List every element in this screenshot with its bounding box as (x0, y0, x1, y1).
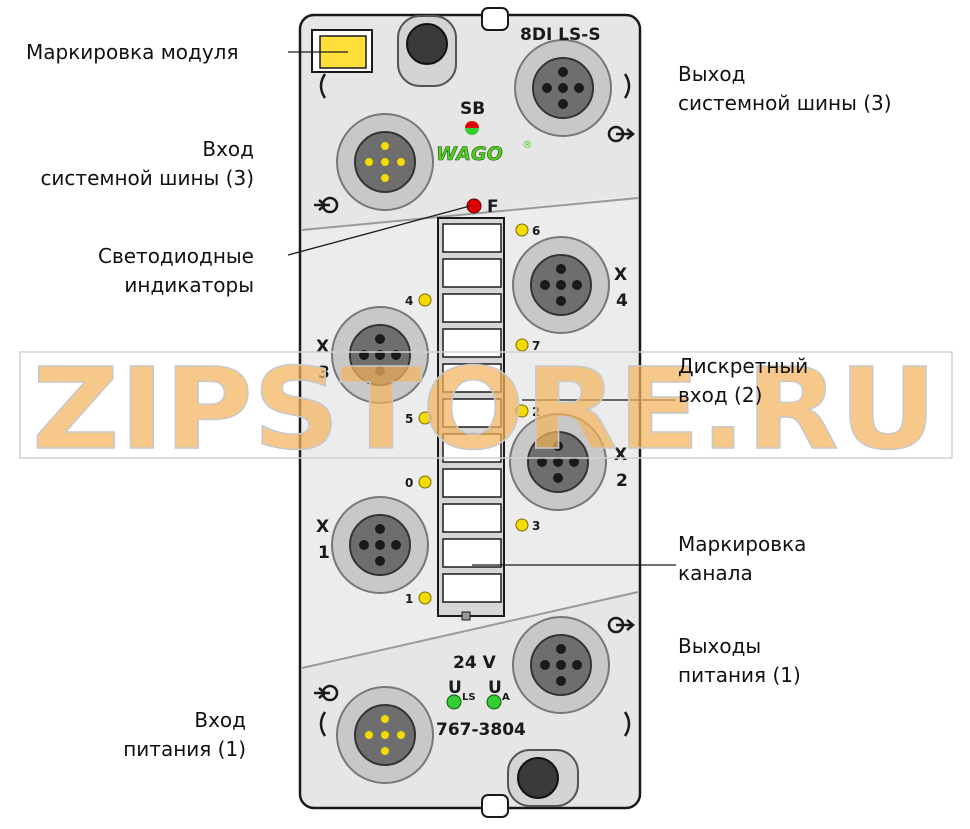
digital-in-label-line1: Дискретный (678, 354, 809, 378)
u-a-subscript: A (502, 692, 510, 703)
brand-logo: WAGO (436, 143, 503, 165)
power-in-connector (336, 686, 434, 784)
article-number: 767-3804 (436, 720, 526, 740)
sb-label: SB (460, 99, 485, 119)
bus-in-label: Вход системной шины (3) (16, 135, 254, 193)
bus-out-connector (514, 39, 612, 137)
led-label-2: 2 (532, 405, 540, 419)
watermark: ZIPSTORE.RU (19, 344, 953, 476)
voltage-label: 24 V (453, 653, 497, 673)
digital-in-label-line2: вход (2) (678, 383, 763, 407)
leds-label-line2: индикаторы (124, 273, 254, 297)
bus-in-arrow-icon (314, 196, 339, 214)
power-out-label: Выходы питания (1) (678, 632, 801, 690)
power-in-label: Вход питания (1) (16, 706, 246, 764)
x1-number: 1 (318, 543, 330, 563)
x1-letter: X (316, 517, 329, 537)
power-out-arrow-icon (607, 616, 635, 634)
channel-marking-label: Маркировка канала (678, 530, 806, 588)
led-label-3: 3 (532, 519, 540, 533)
module-marking-label: Маркировка модуля (26, 40, 239, 64)
bus-out-label-line2: системной шины (3) (678, 91, 892, 115)
u-a-label: U (488, 678, 502, 698)
x3-number: 3 (318, 363, 330, 383)
fault-led (466, 198, 482, 214)
top-screw (397, 15, 457, 87)
led-label-0: 0 (405, 476, 413, 490)
power-in-label-line2: питания (1) (123, 737, 246, 761)
leds-label: Светодиодные индикаторы (16, 242, 254, 300)
registered-mark: ® (522, 138, 533, 151)
channel-marking-label-line1: Маркировка (678, 532, 807, 556)
u-ls-label: U (448, 678, 462, 698)
x4-letter: X (614, 265, 627, 285)
bus-in-label-line2: системной шины (3) (40, 166, 254, 190)
watermark-text: ZIPSTORE.RU (32, 345, 937, 475)
u-a-led (486, 694, 502, 710)
leader-lines (287, 51, 676, 566)
x2-number: 2 (616, 471, 628, 491)
power-out-label-line2: питания (1) (678, 663, 801, 687)
u-ls-led (446, 694, 462, 710)
channel-marking-strip (437, 217, 505, 621)
power-in-label-line1: Вход (194, 708, 246, 732)
u-ls-subscript: LS (462, 692, 476, 703)
bus-out-label-line1: Выход (678, 62, 746, 86)
channel-marking-label-line2: канала (678, 561, 753, 585)
led-label-7: 7 (532, 339, 540, 353)
power-out-connector (512, 616, 610, 714)
x4-connector (512, 236, 610, 334)
bus-out-arrow-icon (607, 125, 635, 143)
channel-leds (418, 223, 529, 605)
x3-connector (331, 306, 429, 404)
led-label-4: 4 (405, 294, 413, 308)
led-label-5: 5 (405, 412, 413, 426)
power-in-arrow-icon (314, 684, 339, 702)
fault-label: F (487, 197, 499, 217)
bus-in-connector (336, 113, 434, 211)
sb-led (465, 121, 479, 135)
led-label-1: 1 (405, 592, 413, 606)
module-name: 8DI LS-S (520, 25, 601, 45)
bottom-screw (507, 749, 579, 807)
digital-in-label: Дискретный вход (2) (678, 352, 808, 410)
x2-letter: X (614, 445, 627, 465)
bus-in-label-line1: Вход (202, 137, 254, 161)
leds-label-line1: Светодиодные (97, 244, 254, 268)
channel-led-labels: 6 7 2 3 4 5 0 1 (405, 224, 540, 606)
x2-connector (509, 413, 607, 511)
led-label-6: 6 (532, 224, 540, 238)
x4-number: 4 (616, 291, 628, 311)
power-out-label-line1: Выходы (678, 634, 762, 658)
x1-connector (331, 496, 429, 594)
bus-out-label: Выход системной шины (3) (678, 60, 892, 118)
module-marker-tag (311, 29, 373, 73)
